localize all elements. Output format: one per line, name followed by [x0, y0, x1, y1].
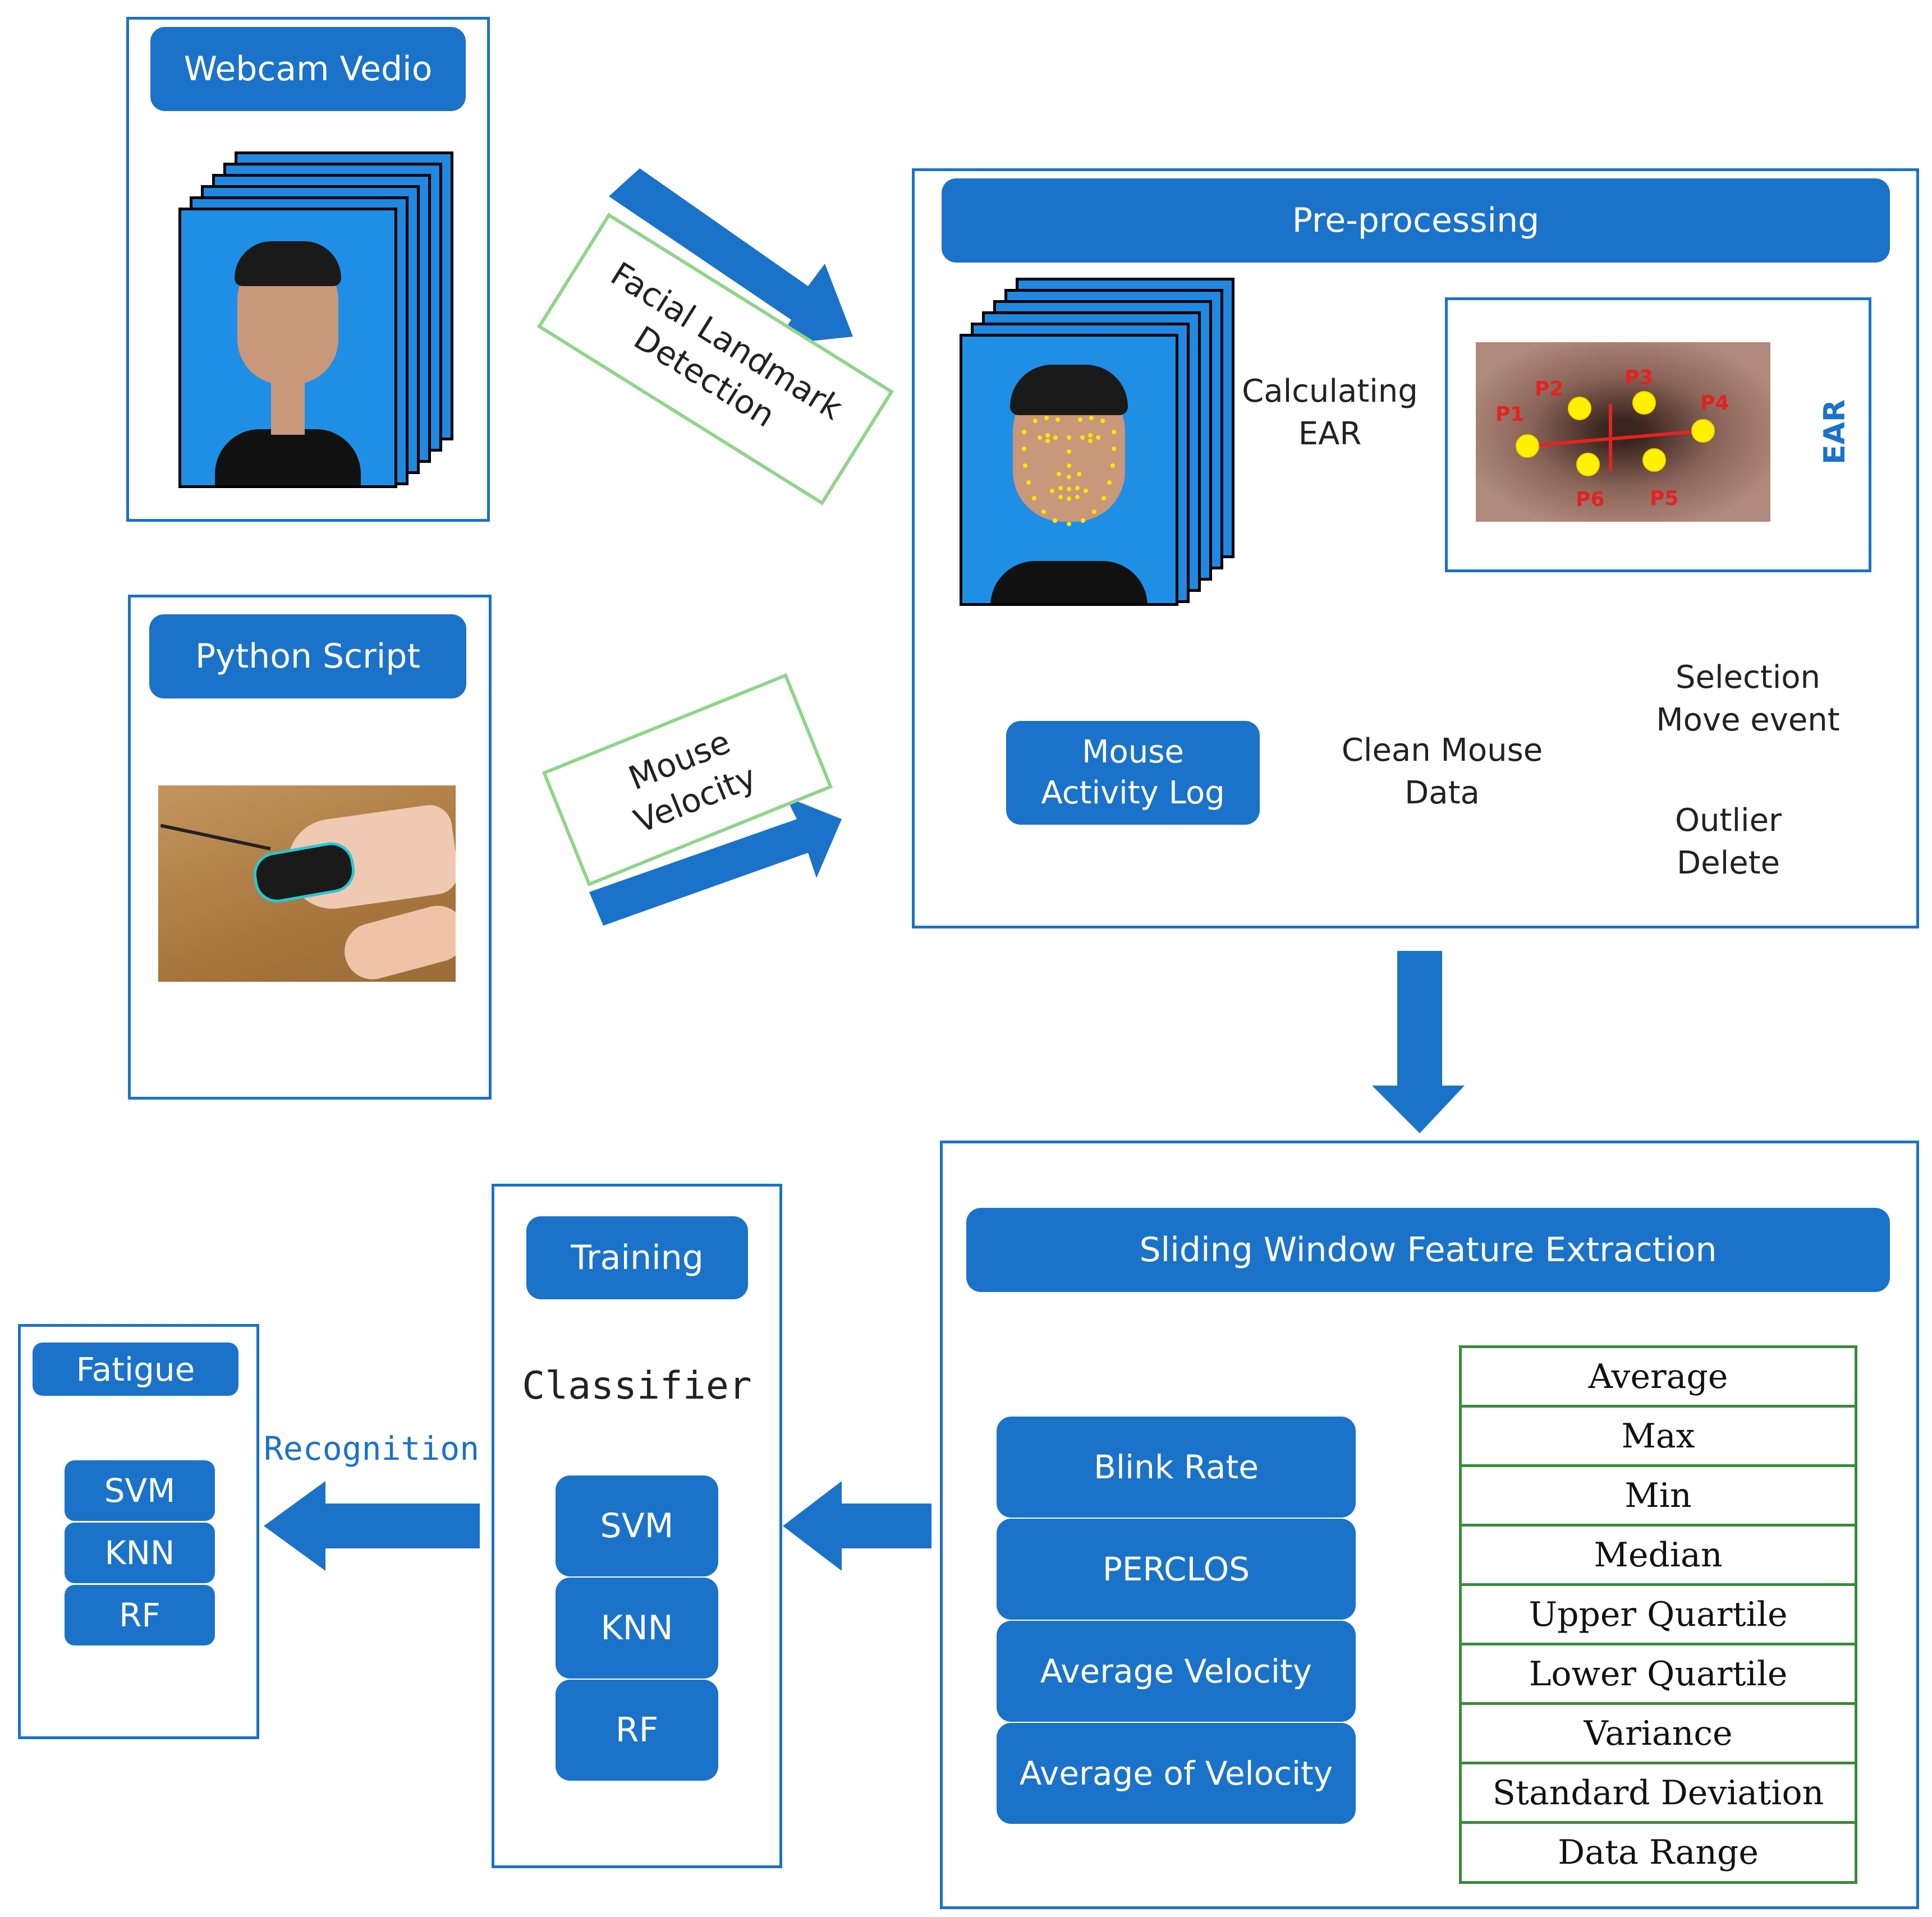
stat-lower-quartile: Lower Quartile: [1462, 1645, 1855, 1705]
fatigue-title: Fatigue: [33, 1343, 238, 1396]
stats-table: Average Max Min Median Upper Quartile Lo…: [1459, 1345, 1857, 1884]
selection-move-event-label: Selection Move event: [1656, 659, 1840, 738]
portrait-photo: [178, 208, 397, 488]
training-svm: SVM: [556, 1475, 718, 1576]
eye-point-p6: [1576, 453, 1600, 476]
training-knn: KNN: [556, 1578, 718, 1679]
eye-point-label-p4: P4: [1700, 392, 1729, 415]
feature-list: Blink Rate PERCLOS Average Velocity Aver…: [997, 1417, 1356, 1824]
fatigue-rf: RF: [65, 1585, 215, 1645]
arrow-training-to-fatigue: [264, 1481, 480, 1571]
stat-upper-quartile: Upper Quartile: [1462, 1586, 1855, 1645]
eye-point-label-p1: P1: [1495, 403, 1524, 426]
feature-title: Sliding Window Feature Extraction: [966, 1208, 1890, 1292]
landmark-dots: [1022, 416, 1116, 526]
arrow-down-to-features: [1372, 951, 1465, 1133]
feature-blink-rate: Blink Rate: [997, 1417, 1356, 1518]
webcam-frames: [178, 151, 453, 488]
mouse-activity-log: Mouse Activity Log: [1006, 721, 1260, 825]
stat-data-range: Data Range: [1558, 1833, 1759, 1872]
fatigue-svm: SVM: [65, 1460, 215, 1521]
eye-point-label-p6: P6: [1576, 488, 1604, 511]
eye-landmarks: P1 P2 P3 P4 P5 P6: [1495, 366, 1729, 511]
stat-min: Min: [1462, 1467, 1855, 1527]
mouse-velocity-label: Mouse Velocity: [623, 722, 762, 841]
preprocessing-title: Pre-processing: [942, 178, 1890, 263]
classifier-label: Classifier: [522, 1364, 752, 1408]
training-rf: RF: [556, 1680, 718, 1781]
training-title: Training: [526, 1216, 748, 1299]
stat-standard-deviation: Standard Deviation: [1462, 1764, 1855, 1824]
mouse-photo: [158, 785, 456, 982]
stat-average: Average: [1462, 1348, 1855, 1408]
recognition-label: Recognition: [264, 1429, 480, 1468]
landmark-portrait: [960, 334, 1178, 606]
eye-point-p5: [1642, 448, 1666, 472]
python-title: Python Script: [149, 614, 466, 698]
fatigue-knn: KNN: [65, 1523, 215, 1583]
eye-point-p2: [1568, 397, 1591, 420]
eye-point-label-p5: P5: [1650, 487, 1678, 510]
ear-label: EAR: [1818, 399, 1852, 465]
eye-point-p3: [1632, 391, 1656, 415]
arrow-features-to-training: [783, 1481, 931, 1571]
feature-average-of-velocity: Average of Velocity: [997, 1723, 1356, 1824]
webcam-title: Webcam Vedio: [150, 27, 466, 111]
eye-point-p1: [1516, 434, 1539, 458]
arrow-webcam-to-preprocessing: [609, 168, 853, 345]
eye-image: P1 P2 P3 P4 P5 P6: [1476, 342, 1770, 522]
eye-point-label-p3: P3: [1624, 366, 1653, 389]
eye-point-label-p2: P2: [1535, 378, 1563, 401]
clean-mouse-data-label: Clean Mouse Data: [1341, 732, 1543, 811]
landmark-frames: [960, 278, 1235, 609]
eye-axis-arrows: [1527, 404, 1704, 471]
calc-ear-label: Calculating EAR: [1242, 373, 1418, 452]
stat-variance: Variance: [1462, 1705, 1855, 1764]
stat-max: Max: [1462, 1408, 1855, 1467]
arrow-mouse-to-preprocessing: [589, 797, 842, 926]
feature-perclos: PERCLOS: [997, 1519, 1356, 1620]
outlier-delete-label: Outlier Delete: [1674, 802, 1782, 881]
stat-median: Median: [1462, 1527, 1855, 1586]
eye-point-p4: [1691, 419, 1715, 443]
feature-average-velocity: Average Velocity: [997, 1621, 1356, 1722]
